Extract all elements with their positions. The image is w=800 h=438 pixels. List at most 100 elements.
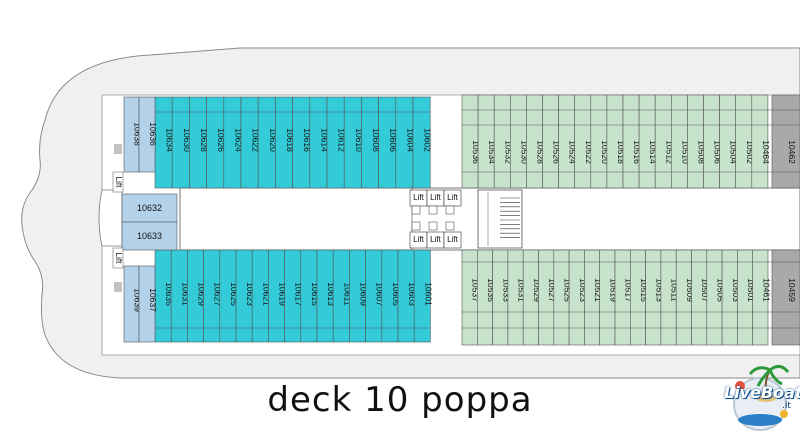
cabin-green-10516: 10516 (622, 94, 642, 189)
cabin-number: 10537 (471, 278, 481, 302)
cabin-number: 10633 (137, 231, 162, 241)
cabin-teal-10630: 10630 (171, 96, 192, 189)
cabin-number: 10516 (632, 140, 642, 164)
cabin-number: 10617 (294, 282, 304, 306)
cabin-number: 10616 (302, 128, 312, 152)
cabin-number: 10515 (639, 278, 649, 302)
lift-label: Lift (413, 235, 424, 244)
cabin-teal-10606: 10606 (378, 96, 398, 189)
cabin-teal-10610: 10610 (343, 96, 364, 189)
lobby-box (445, 205, 455, 215)
cabin-number: 10522 (584, 140, 594, 164)
lift-label: Lift (114, 253, 123, 264)
cabin-number: 10607 (375, 282, 385, 306)
lift-label: Lift (413, 193, 424, 202)
lift-shaft (112, 171, 124, 193)
cabin-number: 10608 (371, 128, 381, 152)
cabin-number: 10502 (745, 140, 755, 164)
cabin-number: 10462 (787, 140, 797, 164)
cabin-teal-10628: 10628 (189, 96, 209, 189)
cabin-box (771, 94, 800, 189)
cabin-green-10503: 10503 (721, 249, 741, 346)
lobby-box (445, 221, 455, 231)
cabin-number: 10504 (729, 140, 739, 164)
cabin-box (138, 96, 156, 173)
cabin-box (412, 96, 431, 189)
cabin-teal-10612: 10612 (326, 96, 347, 189)
cabin-blue-10636: 10636 (138, 96, 158, 173)
stairwell (477, 189, 523, 249)
lift-shaft (112, 247, 124, 269)
cabin-green-10504: 10504 (719, 94, 739, 189)
cabin-number: 10528 (535, 140, 545, 164)
cabin-number: 10623 (245, 282, 255, 306)
logo-text: LiveBoat (724, 383, 800, 402)
cabin-number: 10532 (503, 140, 513, 164)
cabin-number: 10638 (133, 122, 143, 146)
cabin-number: 10606 (388, 128, 398, 152)
cabin-number: 10509 (685, 278, 695, 302)
cabin-number: 10626 (216, 128, 226, 152)
cabin-number: 10536 (471, 140, 481, 164)
cabin-number: 10511 (670, 278, 680, 301)
cabin-teal-10619: 10619 (268, 249, 288, 343)
cabin-box (751, 94, 769, 189)
cabin-number: 10610 (354, 128, 364, 152)
plan-caption: deck 10 poppa (267, 380, 533, 420)
cabin-number: 10533 (501, 278, 511, 302)
cabin-teal-10622: 10622 (240, 96, 261, 189)
cabin-number: 10512 (664, 140, 674, 164)
cabin-teal-10601: 10601 (413, 249, 433, 343)
cabin-blue-10638: 10638 (123, 96, 143, 173)
cabin-number: 10506 (713, 140, 723, 164)
cabin-number: 10625 (229, 282, 239, 306)
cabin-box (121, 221, 178, 251)
cabin-number: 10619 (278, 282, 288, 306)
cabin-number: 10631 (180, 282, 190, 306)
lift-label: Lift (447, 193, 458, 202)
cabin-number: 10521 (593, 278, 603, 302)
cabin-number: 10618 (285, 128, 295, 152)
cabin-number: 10624 (233, 128, 243, 152)
lift-label: Lift (430, 193, 441, 202)
cabin-number: 10603 (407, 282, 417, 306)
cabin-number: 10636 (148, 122, 158, 146)
cabin-number: 10519 (608, 278, 618, 302)
cabin-teal-10608: 10608 (361, 96, 381, 189)
cabin-number: 10526 (552, 140, 562, 164)
lift-label: Lift (114, 177, 123, 188)
cabin-box (121, 193, 178, 223)
lobby-box (428, 205, 438, 215)
cabin-number: 10605 (391, 282, 401, 306)
cabin-green-10464: 10464 (751, 94, 771, 189)
cabin-number: 10535 (486, 278, 496, 302)
cabin-green-10522: 10522 (574, 94, 594, 189)
cabin-number: 10530 (519, 140, 529, 164)
cabin-number: 10503 (731, 278, 741, 302)
cabin-green-10509: 10509 (675, 249, 695, 346)
cabin-number: 10531 (517, 278, 527, 302)
cabin-green-10527: 10527 (538, 249, 557, 346)
stern-lobby (98, 189, 123, 247)
cabin-number: 10507 (700, 278, 710, 302)
cabin-number: 10602 (423, 128, 433, 152)
cabin-number: 10523 (578, 278, 588, 302)
cabin-teal-10618: 10618 (275, 96, 295, 189)
cabin-number: 10630 (182, 128, 192, 152)
cabin-teal-10614: 10614 (309, 96, 329, 189)
cabin-green-10530: 10530 (509, 94, 529, 189)
cabin-number: 10615 (310, 282, 320, 306)
cabin-number: 10514 (648, 140, 658, 164)
cabin-number: 10527 (547, 278, 557, 302)
cabin-number: 10635 (164, 282, 174, 306)
cabin-green-10508: 10508 (687, 94, 706, 189)
cabin-teal-10602: 10602 (412, 96, 433, 189)
cabin-number: 10622 (251, 128, 261, 152)
cabin-green-10461: 10461 (752, 249, 771, 346)
cabin-green-10506: 10506 (703, 94, 723, 189)
logo-tld: .it (782, 401, 791, 411)
cabin-number: 10510 (680, 140, 690, 164)
lift-label: Lift (430, 235, 441, 244)
